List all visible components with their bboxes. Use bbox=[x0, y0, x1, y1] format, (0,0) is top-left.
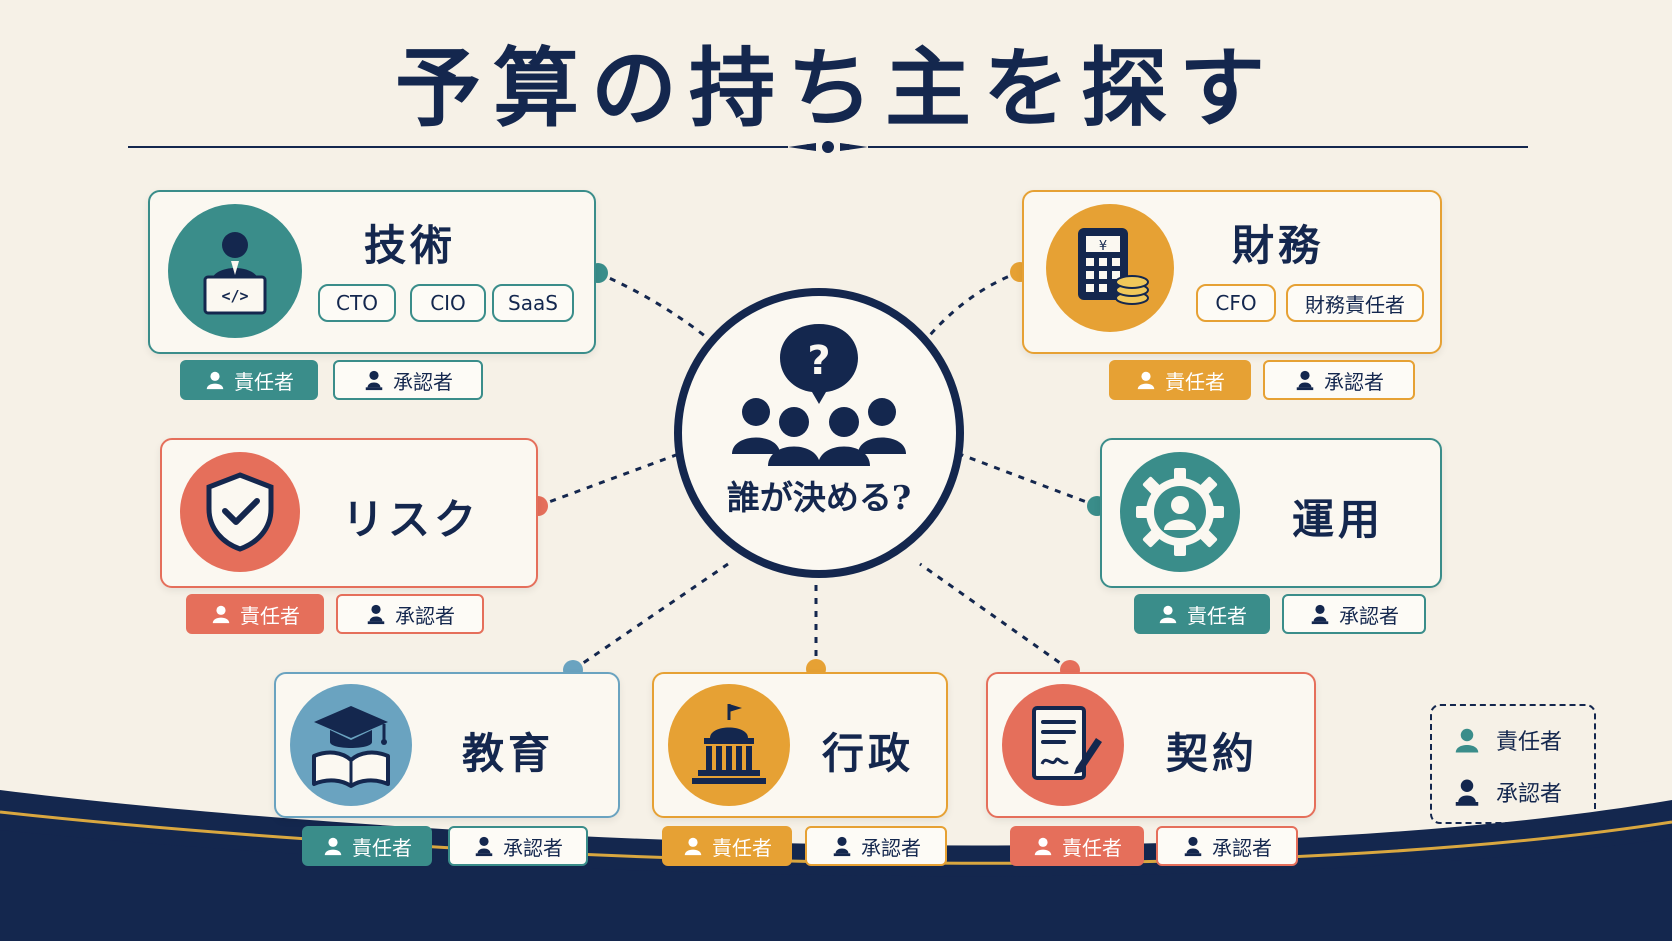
stamp-person-icon bbox=[1455, 779, 1479, 806]
badge-edu-responsible: 責任者 bbox=[302, 826, 432, 866]
badge-label: 承認者 bbox=[393, 369, 453, 394]
badge-label: 承認者 bbox=[503, 835, 563, 860]
badge-ops-approver: 承認者 bbox=[1282, 594, 1426, 634]
connector-contract bbox=[919, 562, 1071, 672]
card-contract-label: 契約 bbox=[1166, 729, 1259, 778]
connector-edu bbox=[572, 562, 729, 672]
legend-responsible: 責任者 bbox=[1452, 724, 1562, 756]
person-icon bbox=[1034, 837, 1052, 856]
hub-circle: ? 誰が決める? bbox=[674, 288, 964, 578]
person-icon bbox=[684, 837, 702, 856]
contract-pen-icon bbox=[1002, 684, 1124, 806]
person-icon bbox=[1137, 371, 1155, 390]
badge-label: 責任者 bbox=[240, 603, 300, 628]
tag-cfo: CFO bbox=[1196, 284, 1276, 322]
badge-contract-responsible: 責任者 bbox=[1010, 826, 1144, 866]
connector-tech bbox=[597, 271, 711, 342]
badge-gov-approver: 承認者 bbox=[805, 826, 947, 866]
title-divider bbox=[128, 141, 1528, 153]
badge-edu-approver: 承認者 bbox=[448, 826, 588, 866]
badge-label: 責任者 bbox=[1165, 369, 1225, 394]
stamp-person-icon bbox=[1311, 604, 1329, 625]
badge-label: 責任者 bbox=[712, 835, 772, 860]
badge-gov-responsible: 責任者 bbox=[662, 826, 792, 866]
badge-risk-approver: 承認者 bbox=[336, 594, 484, 634]
shield-check-icon bbox=[180, 452, 300, 572]
legend-responsible-label: 責任者 bbox=[1496, 730, 1563, 755]
badge-label: 責任者 bbox=[1062, 835, 1122, 860]
wave-navy-lower bbox=[0, 830, 1672, 941]
badge-finance-approver: 承認者 bbox=[1263, 360, 1415, 400]
tag-cto: CTO bbox=[318, 284, 396, 322]
stamp-person-icon bbox=[367, 604, 385, 625]
badge-label: 責任者 bbox=[234, 369, 294, 394]
card-tech: </> 技術 CTO CIO SaaS bbox=[148, 190, 596, 354]
badge-finance-responsible: 責任者 bbox=[1109, 360, 1251, 400]
card-edu: 教育 bbox=[274, 672, 620, 818]
stamp-person-icon bbox=[475, 836, 493, 857]
card-finance-label: 財務 bbox=[1232, 221, 1325, 270]
stamp-person-icon bbox=[1184, 836, 1202, 857]
badge-label: 承認者 bbox=[861, 835, 921, 860]
card-tech-label: 技術 bbox=[364, 221, 457, 270]
yen-glyph: ¥ bbox=[1099, 239, 1107, 254]
tag-saas: SaaS bbox=[492, 284, 574, 322]
person-icon bbox=[206, 371, 224, 390]
tag-finance-manager: 財務責任者 bbox=[1286, 284, 1424, 322]
graduation-book-icon bbox=[290, 684, 412, 806]
badge-label: 承認者 bbox=[1339, 603, 1399, 628]
badge-tech-responsible: 責任者 bbox=[180, 360, 318, 400]
legend-approver-label: 承認者 bbox=[1496, 782, 1563, 807]
badge-contract-approver: 承認者 bbox=[1156, 826, 1298, 866]
badge-label: 責任者 bbox=[1187, 603, 1247, 628]
stamp-person-icon bbox=[365, 370, 383, 391]
card-edu-label: 教育 bbox=[462, 729, 555, 778]
badge-label: 責任者 bbox=[352, 835, 412, 860]
tag-cio: CIO bbox=[410, 284, 486, 322]
connector-finance bbox=[928, 270, 1021, 336]
legend-approver: 承認者 bbox=[1452, 776, 1562, 808]
developer-laptop-icon: </> bbox=[168, 204, 302, 338]
card-finance: ¥ 財務 CFO 財務責任者 bbox=[1022, 190, 1442, 354]
badge-risk-responsible: 責任者 bbox=[186, 594, 324, 634]
hub-question-mark: ? bbox=[807, 338, 830, 384]
stamp-person-icon bbox=[1296, 370, 1314, 391]
government-building-icon bbox=[668, 684, 790, 806]
gear-person-icon bbox=[1120, 452, 1240, 572]
hub-label: 誰が決める? bbox=[726, 478, 912, 517]
legend: 責任者 承認者 bbox=[1430, 704, 1596, 824]
person-icon bbox=[1159, 605, 1177, 624]
person-icon bbox=[212, 605, 230, 624]
card-ops-label: 運用 bbox=[1292, 495, 1385, 544]
card-gov-label: 行政 bbox=[822, 729, 915, 778]
badge-label: 承認者 bbox=[1324, 369, 1384, 394]
svg-text:</>: </> bbox=[221, 287, 248, 305]
badge-label: 承認者 bbox=[1212, 835, 1272, 860]
people-question-icon: ? bbox=[732, 324, 906, 466]
calculator-coins-icon: ¥ bbox=[1046, 204, 1174, 332]
card-gov: 行政 bbox=[652, 672, 948, 818]
badge-ops-responsible: 責任者 bbox=[1134, 594, 1270, 634]
person-icon bbox=[324, 837, 342, 856]
card-contract: 契約 bbox=[986, 672, 1316, 818]
page-title: 予算の持ち主を探す bbox=[395, 38, 1277, 139]
stamp-person-icon bbox=[833, 836, 851, 857]
card-ops: 運用 bbox=[1100, 438, 1442, 588]
badge-tech-approver: 承認者 bbox=[333, 360, 483, 400]
card-risk-label: リスク bbox=[342, 495, 481, 544]
connector-risk bbox=[537, 453, 677, 508]
person-icon bbox=[1455, 728, 1479, 753]
badge-label: 承認者 bbox=[395, 603, 455, 628]
card-risk: リスク bbox=[160, 438, 538, 588]
connector-ops bbox=[961, 453, 1098, 508]
